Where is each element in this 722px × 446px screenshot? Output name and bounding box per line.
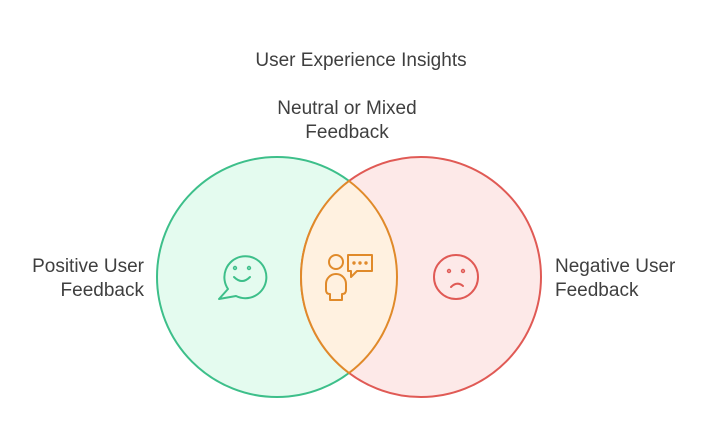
frowning-face-icon: [433, 254, 479, 300]
overlap-region: [301, 157, 397, 397]
overlap-label-line2: Feedback: [305, 122, 389, 143]
left-set-label-line2: Feedback: [60, 280, 144, 301]
left-set-label: Positive User Feedback: [0, 255, 144, 303]
right-set-label: Negative User Feedback: [555, 255, 715, 303]
overlap-label-line1: Neutral or Mixed: [277, 98, 417, 119]
left-set-label-line1: Positive User: [32, 256, 144, 277]
person-speech-bubble-icon: [325, 254, 373, 301]
right-set-label-line1: Negative User: [555, 256, 676, 277]
overlap-label: Neutral or Mixed Feedback: [200, 97, 494, 145]
diagram-title: User Experience Insights: [255, 50, 467, 71]
smiling-speech-bubble-icon: [218, 255, 268, 300]
right-set-label-line2: Feedback: [555, 280, 639, 301]
overlap-outline: [300, 179, 398, 375]
